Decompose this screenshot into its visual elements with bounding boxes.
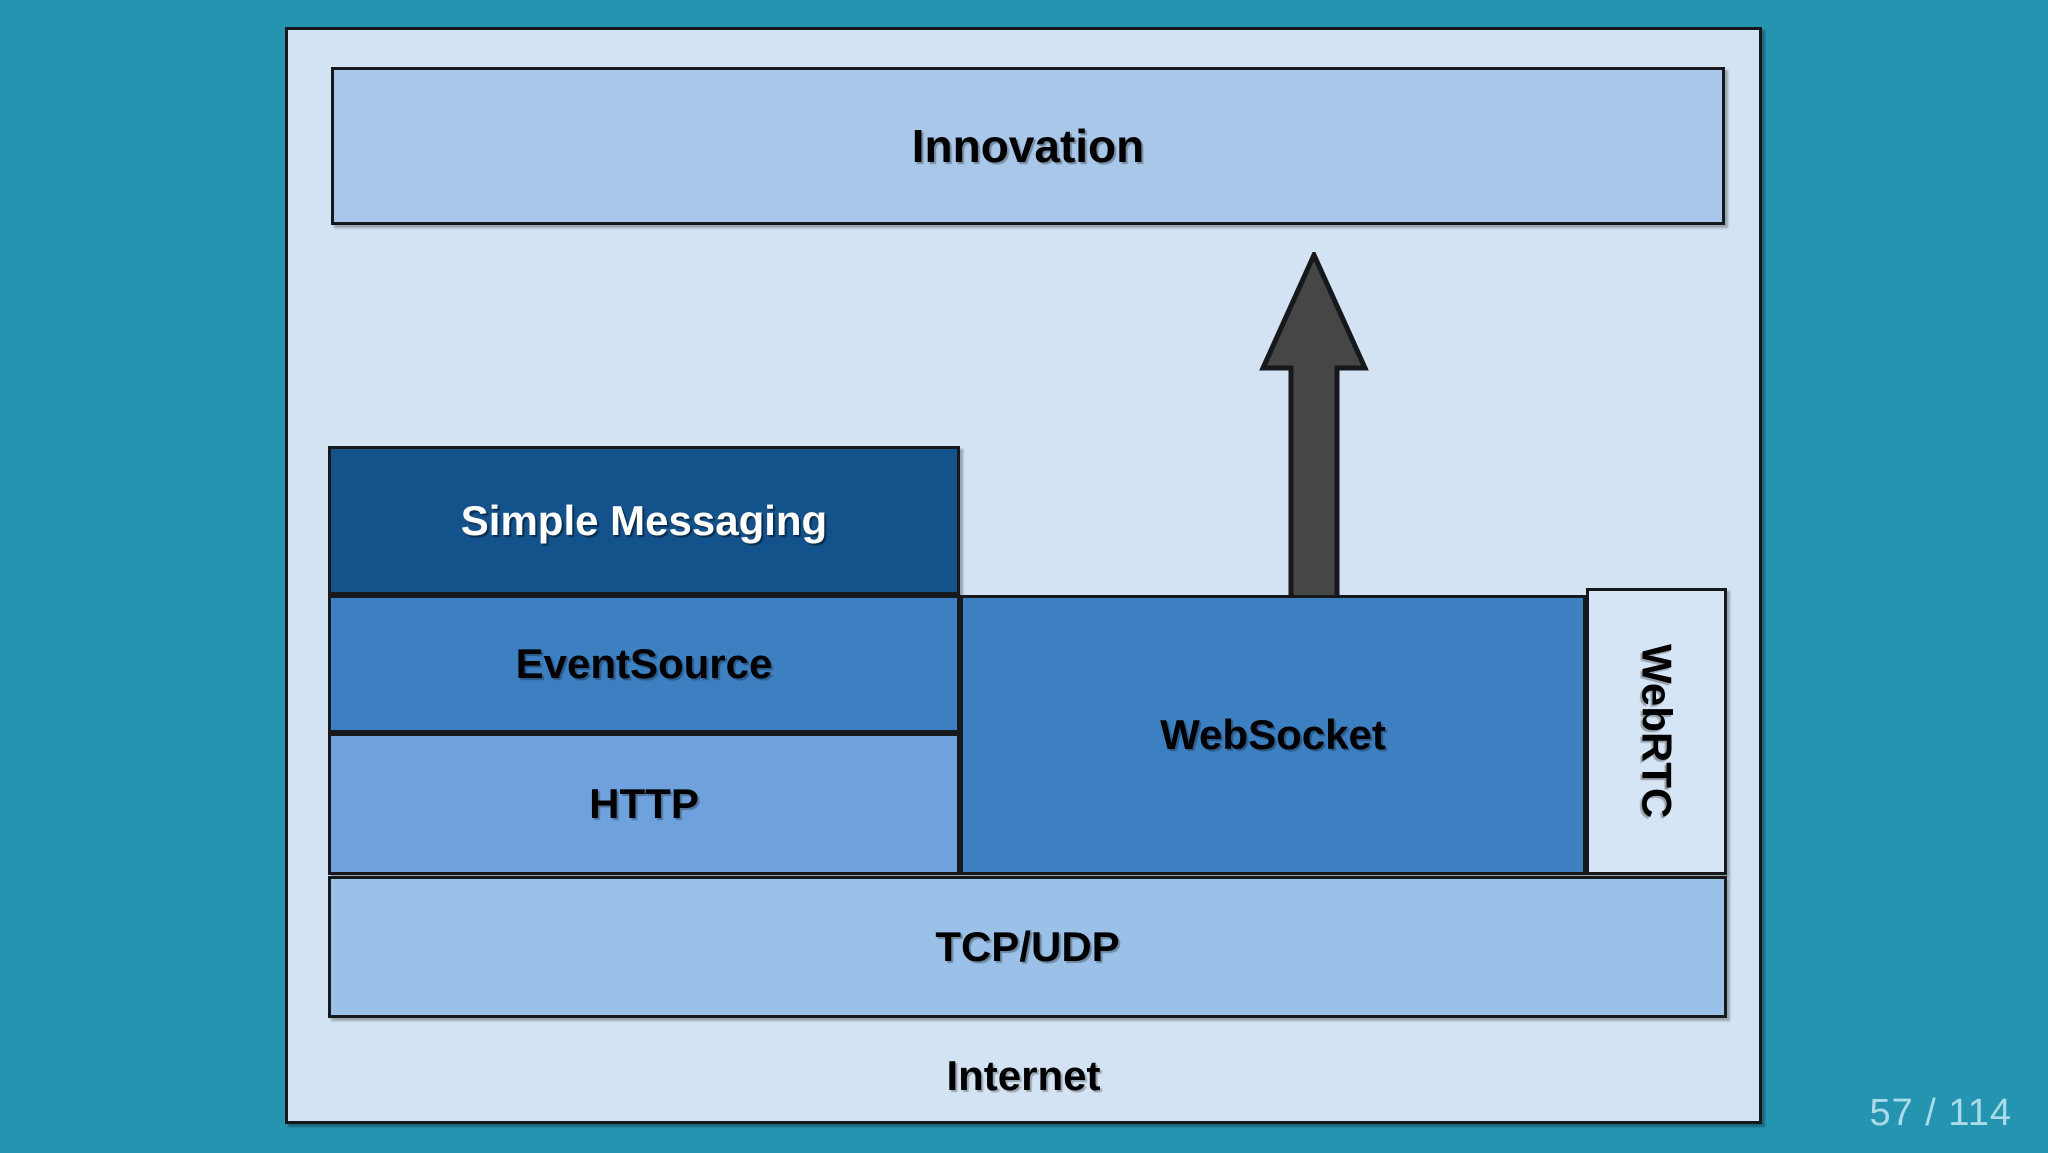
diagram-box-websocket: WebSocket xyxy=(960,595,1586,875)
diagram-container-label-internet: Internet xyxy=(946,1052,1101,1099)
diagram-box-tcpudp-label: TCP/UDP xyxy=(935,923,1120,970)
diagram-box-simple-messaging: Simple Messaging xyxy=(328,446,960,595)
diagram-box-simple-messaging-label: Simple Messaging xyxy=(460,496,828,544)
diagram-box-http: HTTP xyxy=(328,733,960,875)
diagram-box-innovation-label: Innovation xyxy=(911,120,1145,172)
internet-container-panel: Innovation Simple Messaging EventSource … xyxy=(285,27,1762,1124)
diagram-box-webrtc: WebRTC xyxy=(1586,588,1727,875)
page-counter: 57 / 114 xyxy=(1869,1092,2012,1134)
innovation-arrow-icon xyxy=(1259,252,1369,626)
diagram-box-eventsource: EventSource xyxy=(328,595,960,733)
diagram-box-tcpudp: TCP/UDP xyxy=(328,876,1727,1018)
diagram-box-websocket-label: WebSocket xyxy=(1160,711,1386,758)
diagram-box-innovation: Innovation xyxy=(331,67,1725,225)
diagram-box-eventsource-label: EventSource xyxy=(515,640,773,687)
diagram-box-webrtc-label: WebRTC xyxy=(1633,644,1681,819)
diagram-box-http-label: HTTP xyxy=(589,780,699,827)
